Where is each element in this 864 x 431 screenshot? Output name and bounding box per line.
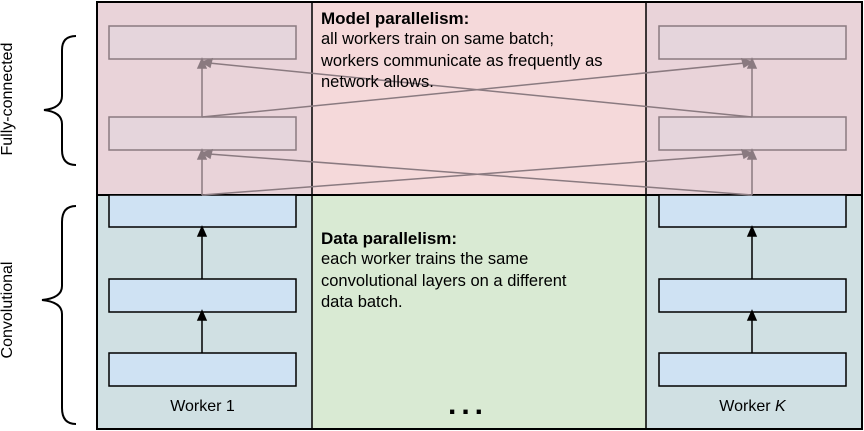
fully-connected-brace (43, 35, 77, 166)
data-region-border (96, 194, 863, 430)
worker-1-conv-layer-3 (108, 194, 297, 228)
worker-k-fc-layer-2 (658, 25, 847, 60)
data-parallelism-heading: Data parallelism: (321, 229, 458, 248)
convolutional-label: Convolutional (0, 261, 16, 359)
worker-k-index: K (775, 398, 786, 415)
worker-1-label: Worker 1 (170, 398, 235, 415)
worker-1-conv-layer-1 (108, 352, 297, 387)
data-parallelism-text: Data parallelism: each worker trains the… (321, 229, 641, 314)
worker-k-prefix: Worker (719, 398, 776, 415)
model-parallelism-line-2: workers communicate as frequently as (321, 51, 603, 70)
worker-k-fc-layer-1 (658, 116, 847, 151)
conv-arrows (196, 225, 758, 353)
worker-1-fc-layer-1 (108, 116, 297, 151)
worker-k-conv-layer-2 (658, 278, 847, 313)
worker-k-label: Worker K (659, 398, 846, 416)
convolutional-brace (41, 205, 77, 425)
data-parallelism-line-3: data batch. (321, 293, 403, 311)
model-parallelism-line-3: network allows. (321, 73, 434, 91)
worker-k-conv-layer-1 (658, 352, 847, 387)
ellipsis: ... (448, 388, 489, 421)
worker-k-conv-layer-3 (658, 194, 847, 228)
fc-arrows (196, 57, 758, 196)
data-parallelism-line-2: convolutional layers on a different (321, 271, 567, 290)
worker-1-fc-layer-2 (108, 25, 297, 60)
fully-connected-label: Fully-connected (0, 42, 16, 156)
model-parallelism-text: Model parallelism: all workers train on … (321, 9, 651, 94)
model-parallelism-line-1: all workers train on same batch; (321, 30, 554, 48)
model-parallelism-heading: Model parallelism: (321, 9, 470, 28)
worker-1-conv-layer-2 (108, 278, 297, 313)
data-parallelism-line-1: each worker trains the same (321, 250, 529, 268)
